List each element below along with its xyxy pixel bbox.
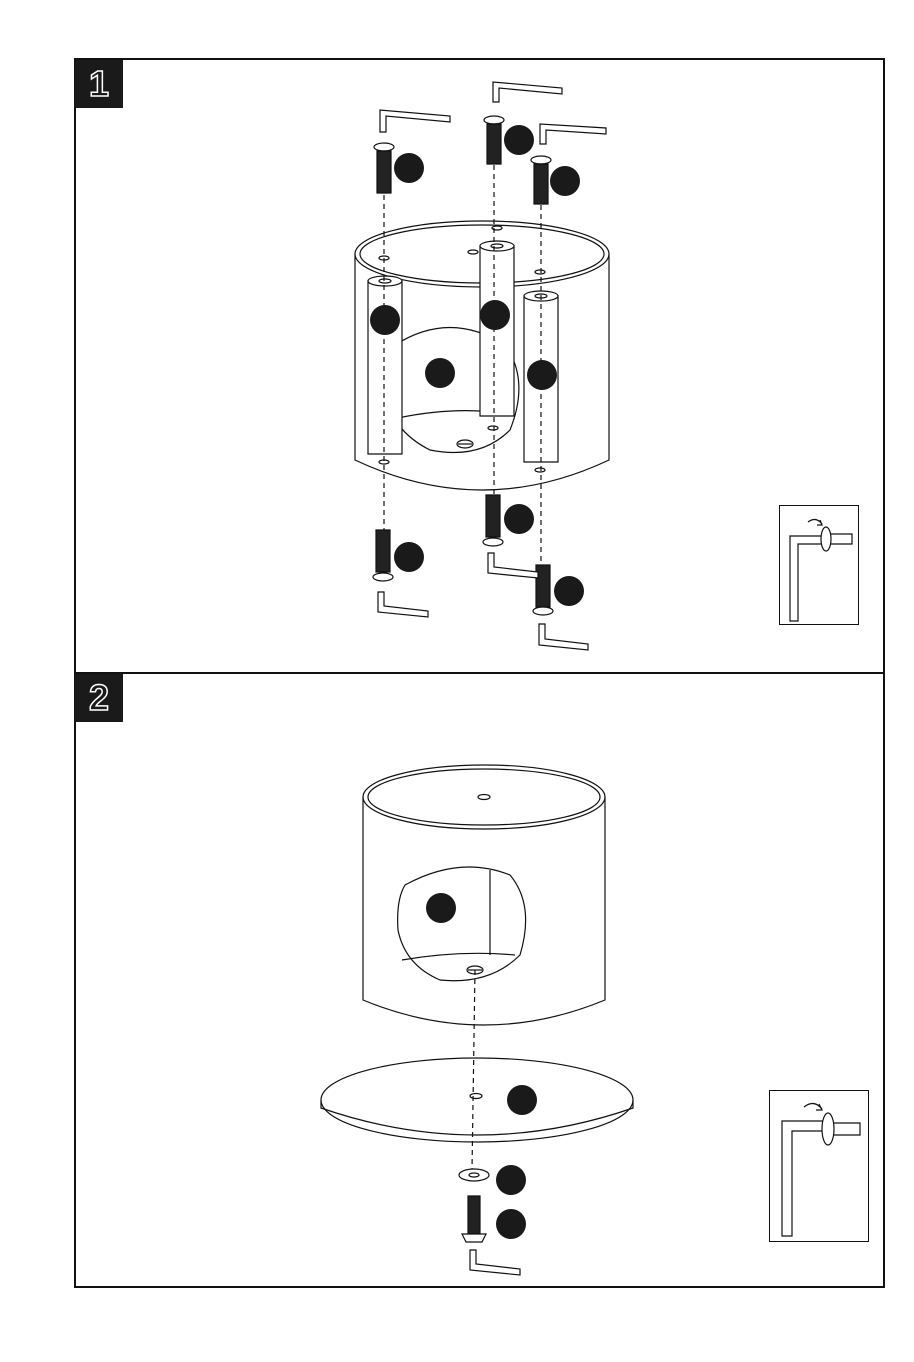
step-2-tighten-inset [769,1090,869,1242]
callout-upper-cylinder [426,893,456,923]
callout-washer [496,1165,526,1195]
upper-cylinder [363,765,605,1025]
callout-base-bolt [496,1209,526,1239]
tighten-clockwise-icon [770,1091,870,1243]
base-plate [321,1058,633,1142]
allen-key-icon [470,1250,520,1275]
upper-cylinder-opening [398,867,526,981]
base-bolt [462,1196,486,1242]
callout-base-plate [507,1085,537,1115]
washer [459,1169,489,1181]
